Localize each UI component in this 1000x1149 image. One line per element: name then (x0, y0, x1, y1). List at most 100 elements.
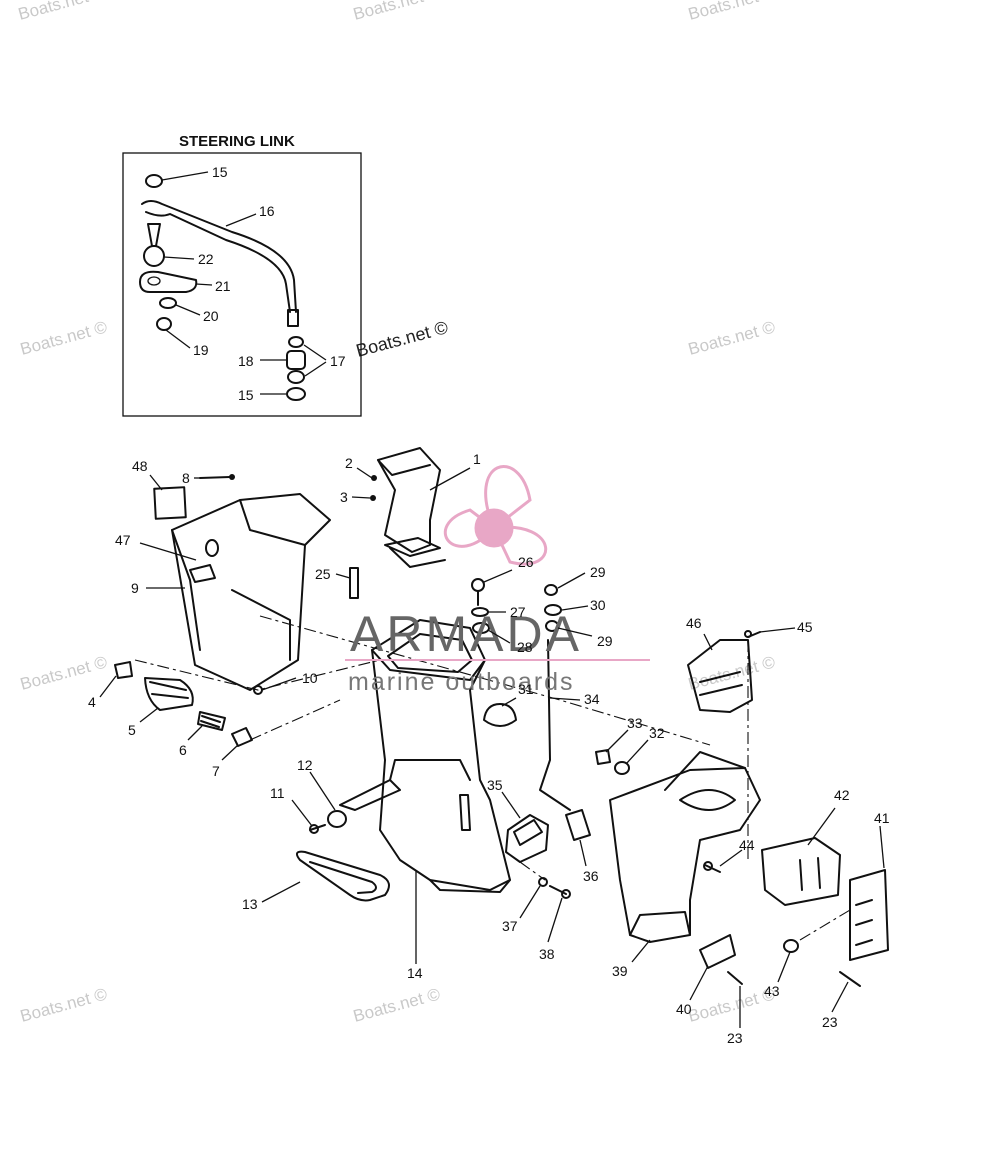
leader (195, 283, 213, 286)
callout-37: 37 (502, 918, 518, 934)
centerline-43 (799, 909, 851, 941)
leader (309, 771, 336, 811)
water-pump-35-face (513, 819, 543, 846)
steering-link-rod-edge (145, 211, 291, 313)
leader (547, 897, 563, 943)
exhaust-gasket-edge (389, 547, 446, 568)
leader-lines (99, 467, 885, 1028)
exhaust-gasket (384, 537, 441, 557)
watermark: Boats.net © (18, 984, 109, 1026)
callout-34: 34 (584, 691, 600, 707)
watermark: Boats.net © (18, 652, 109, 694)
leader (579, 839, 587, 867)
lower-bracket-39 (609, 767, 761, 943)
callout-30: 30 (590, 597, 606, 613)
callout-18: 18 (238, 353, 254, 369)
watermark: Boats.net © (686, 0, 777, 24)
armada-logo: ARMADA marine outboards (345, 465, 650, 696)
leader (304, 361, 327, 377)
mount-31 (483, 703, 517, 727)
leader (149, 474, 163, 491)
callout-43: 43 (764, 983, 780, 999)
screw-26 (471, 578, 485, 592)
callout-39: 39 (612, 963, 628, 979)
dowel-25 (349, 567, 359, 599)
leader (807, 807, 836, 846)
plate-40 (699, 934, 736, 969)
callout-22: 22 (198, 251, 214, 267)
bushing-17-bottom (287, 370, 305, 384)
logo-tagline: marine outboards (348, 668, 575, 696)
shift-rod-34 (539, 639, 571, 811)
steering-link-rod (141, 200, 297, 313)
boot-5-ribs (149, 681, 189, 699)
centerline-shift (134, 659, 381, 691)
cover-42-ribs (799, 857, 821, 891)
callout-46: 46 (686, 615, 702, 631)
nut-15-top (145, 174, 163, 188)
leader (631, 939, 651, 963)
bolt-3 (370, 495, 376, 501)
leader (139, 542, 197, 561)
callout-2: 2 (345, 455, 353, 471)
boot-5 (144, 677, 194, 711)
callout-labels: 15 16 22 21 20 19 18 17 15 1 2 3 48 8 47… (88, 164, 890, 1046)
callout-7: 7 (212, 763, 220, 779)
leader (356, 467, 373, 479)
washer-12 (327, 810, 347, 828)
watermark: Boats.net © (351, 0, 442, 24)
callout-25: 25 (315, 566, 331, 582)
washer-30 (544, 604, 562, 616)
bracket-41 (849, 869, 889, 961)
leader (429, 467, 471, 491)
callout-35: 35 (487, 777, 503, 793)
upper-housing-side (171, 529, 201, 651)
leader (549, 697, 581, 701)
callout-47: 47 (115, 532, 131, 548)
callout-23: 23 (822, 1014, 838, 1030)
bracket-39-recess (679, 789, 736, 811)
exhaust-tube-top (377, 459, 431, 476)
screw-33 (595, 749, 611, 765)
callout-15: 15 (238, 387, 254, 403)
callout-9: 9 (131, 580, 139, 596)
screw-8-head (229, 474, 235, 480)
callout-44: 44 (739, 837, 755, 853)
grommet-28 (472, 622, 490, 634)
upper-housing-rim (239, 499, 306, 546)
watermark: Boats.net © (16, 0, 107, 24)
leader (605, 729, 629, 753)
callout-19: 19 (193, 342, 209, 358)
callout-33: 33 (627, 715, 643, 731)
leader (759, 627, 796, 633)
steering-link-inset: STEERING LINK (122, 133, 362, 417)
screw-38-head (561, 889, 571, 899)
callout-16: 16 (259, 203, 275, 219)
screw-23-right (839, 971, 861, 987)
logo-wordmark: ARMADA (350, 606, 582, 662)
coupler-36 (565, 809, 591, 841)
leader (557, 572, 586, 589)
spacer-18 (286, 350, 306, 370)
callout-12: 12 (297, 757, 313, 773)
callout-1: 1 (473, 451, 481, 467)
watermark: Boats.net © (351, 984, 442, 1026)
leader (303, 344, 327, 361)
leader (261, 677, 297, 691)
bolt-2 (371, 475, 377, 481)
seal-13-inner (309, 861, 377, 894)
leader (291, 799, 313, 827)
screw-23-left (727, 971, 743, 985)
housing-14-rib (459, 794, 471, 831)
parts-layer (114, 447, 889, 987)
leader (703, 633, 713, 651)
leader (187, 725, 203, 741)
leader (351, 496, 371, 499)
watermark: Boats.net © (18, 317, 109, 359)
leader (625, 739, 649, 765)
leader (831, 981, 849, 1013)
exhaust-tube-1 (377, 447, 441, 553)
screw-44-head (703, 861, 713, 871)
leader (161, 171, 209, 181)
callout-13: 13 (242, 896, 258, 912)
